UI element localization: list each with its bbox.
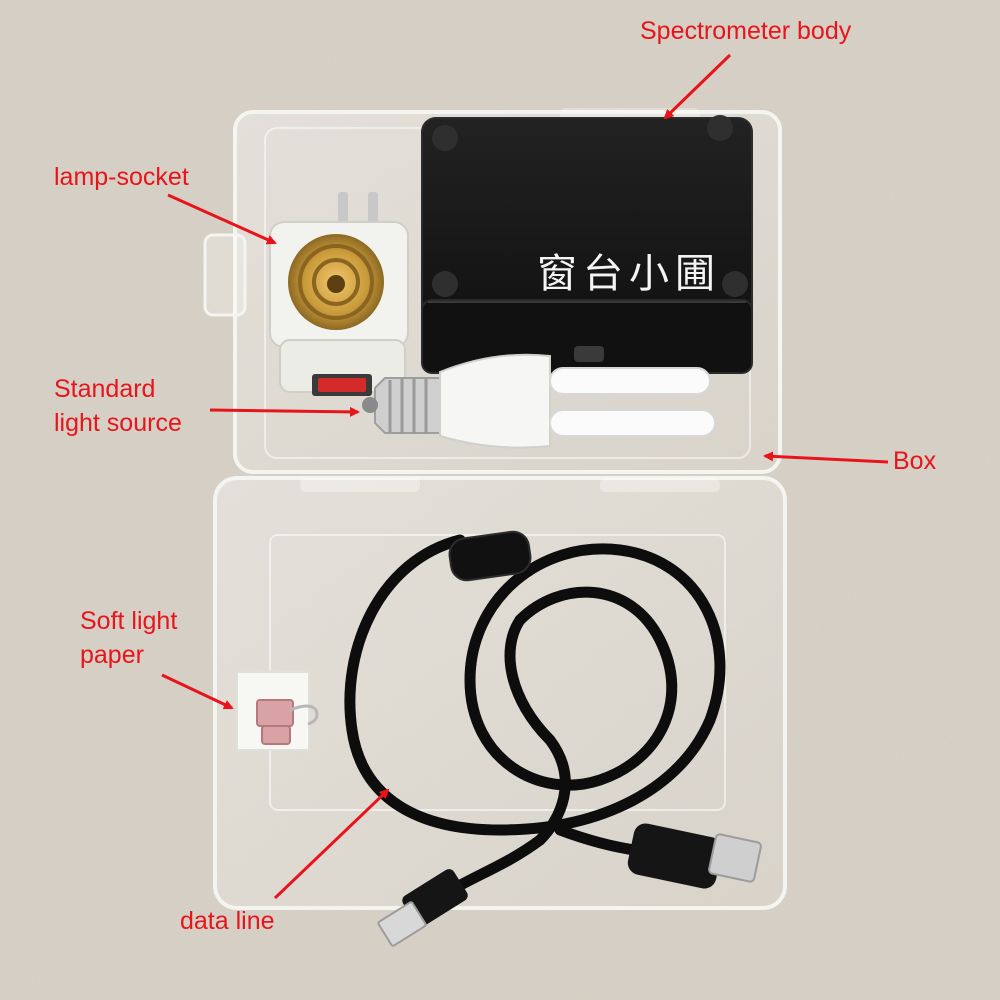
lamp-socket	[269, 192, 409, 396]
spectrometer-body	[421, 115, 753, 374]
soft-light-paper	[236, 671, 319, 751]
standard-light-source	[362, 353, 716, 449]
label-standard-light-source: Standard light source	[54, 372, 182, 440]
arrow-data-line	[273, 788, 390, 900]
device-marking: 窗台小圃	[537, 251, 721, 297]
label-standard-line-1: Standard	[54, 375, 156, 403]
label-soft-light-line-2: paper	[80, 641, 144, 669]
arrow-spectrometer-body	[663, 53, 732, 120]
arrow-soft-light-paper	[161, 673, 234, 710]
label-standard-line-2: light source	[54, 409, 182, 437]
usb-b-plug	[627, 823, 762, 889]
label-lamp-socket: lamp-socket	[54, 163, 189, 191]
arrow-box	[763, 451, 889, 464]
ferrite-core	[448, 530, 532, 582]
label-spectrometer-body: Spectrometer body	[640, 17, 852, 45]
label-soft-light-line-1: Soft light	[80, 607, 178, 635]
label-box: Box	[893, 447, 937, 475]
label-soft-light-paper: Soft light paper	[80, 604, 177, 672]
usb-a-plug	[377, 869, 468, 947]
arrow-lamp-socket	[167, 193, 277, 245]
annotation-arrows	[161, 53, 889, 900]
label-data-line: data line	[180, 907, 275, 935]
arrow-standard-light-source	[209, 406, 360, 417]
